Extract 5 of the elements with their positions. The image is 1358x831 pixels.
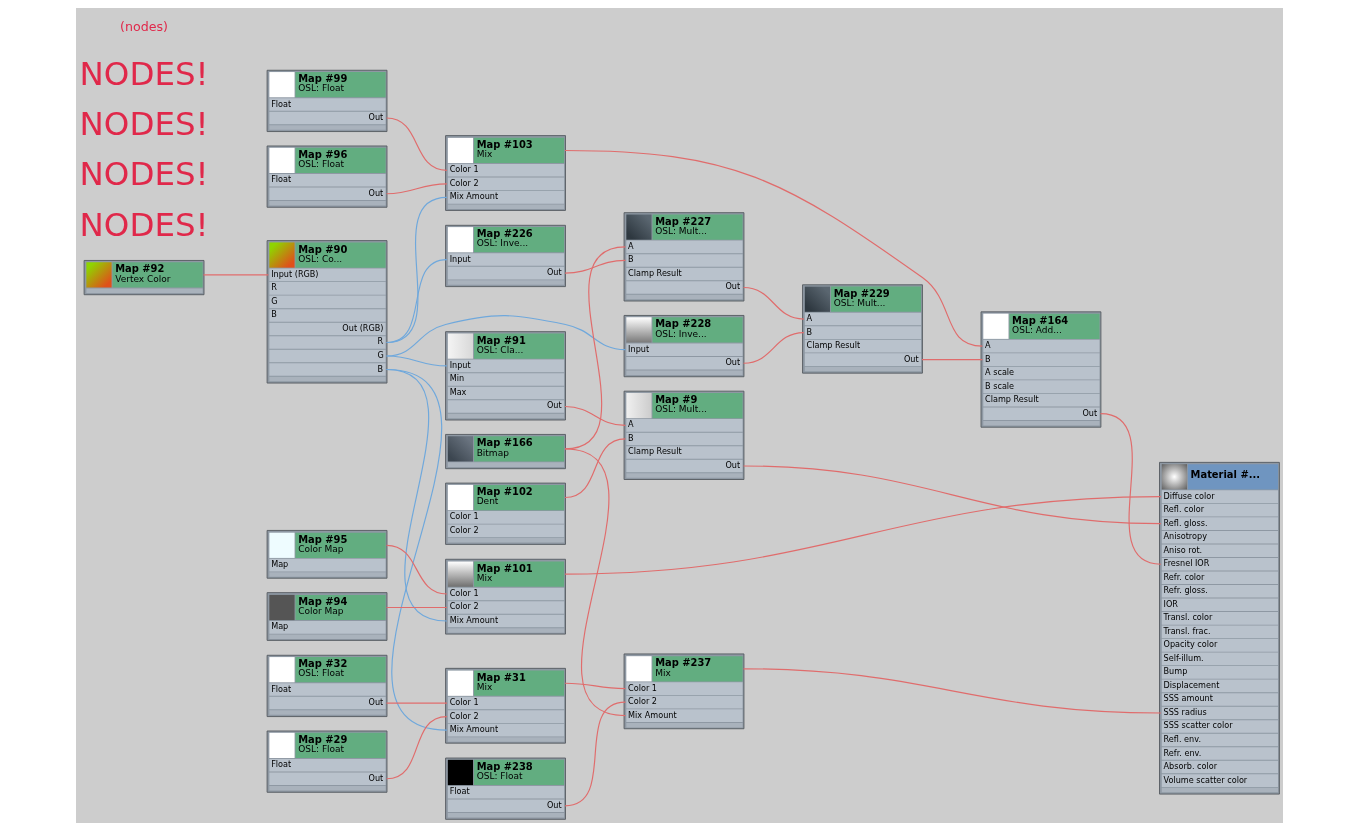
label: (nodes): [119, 19, 168, 35]
label: NODES!: [79, 104, 208, 143]
label: NODES!: [79, 155, 208, 194]
label: NODES!: [79, 205, 208, 244]
label: NODES!: [79, 54, 208, 93]
